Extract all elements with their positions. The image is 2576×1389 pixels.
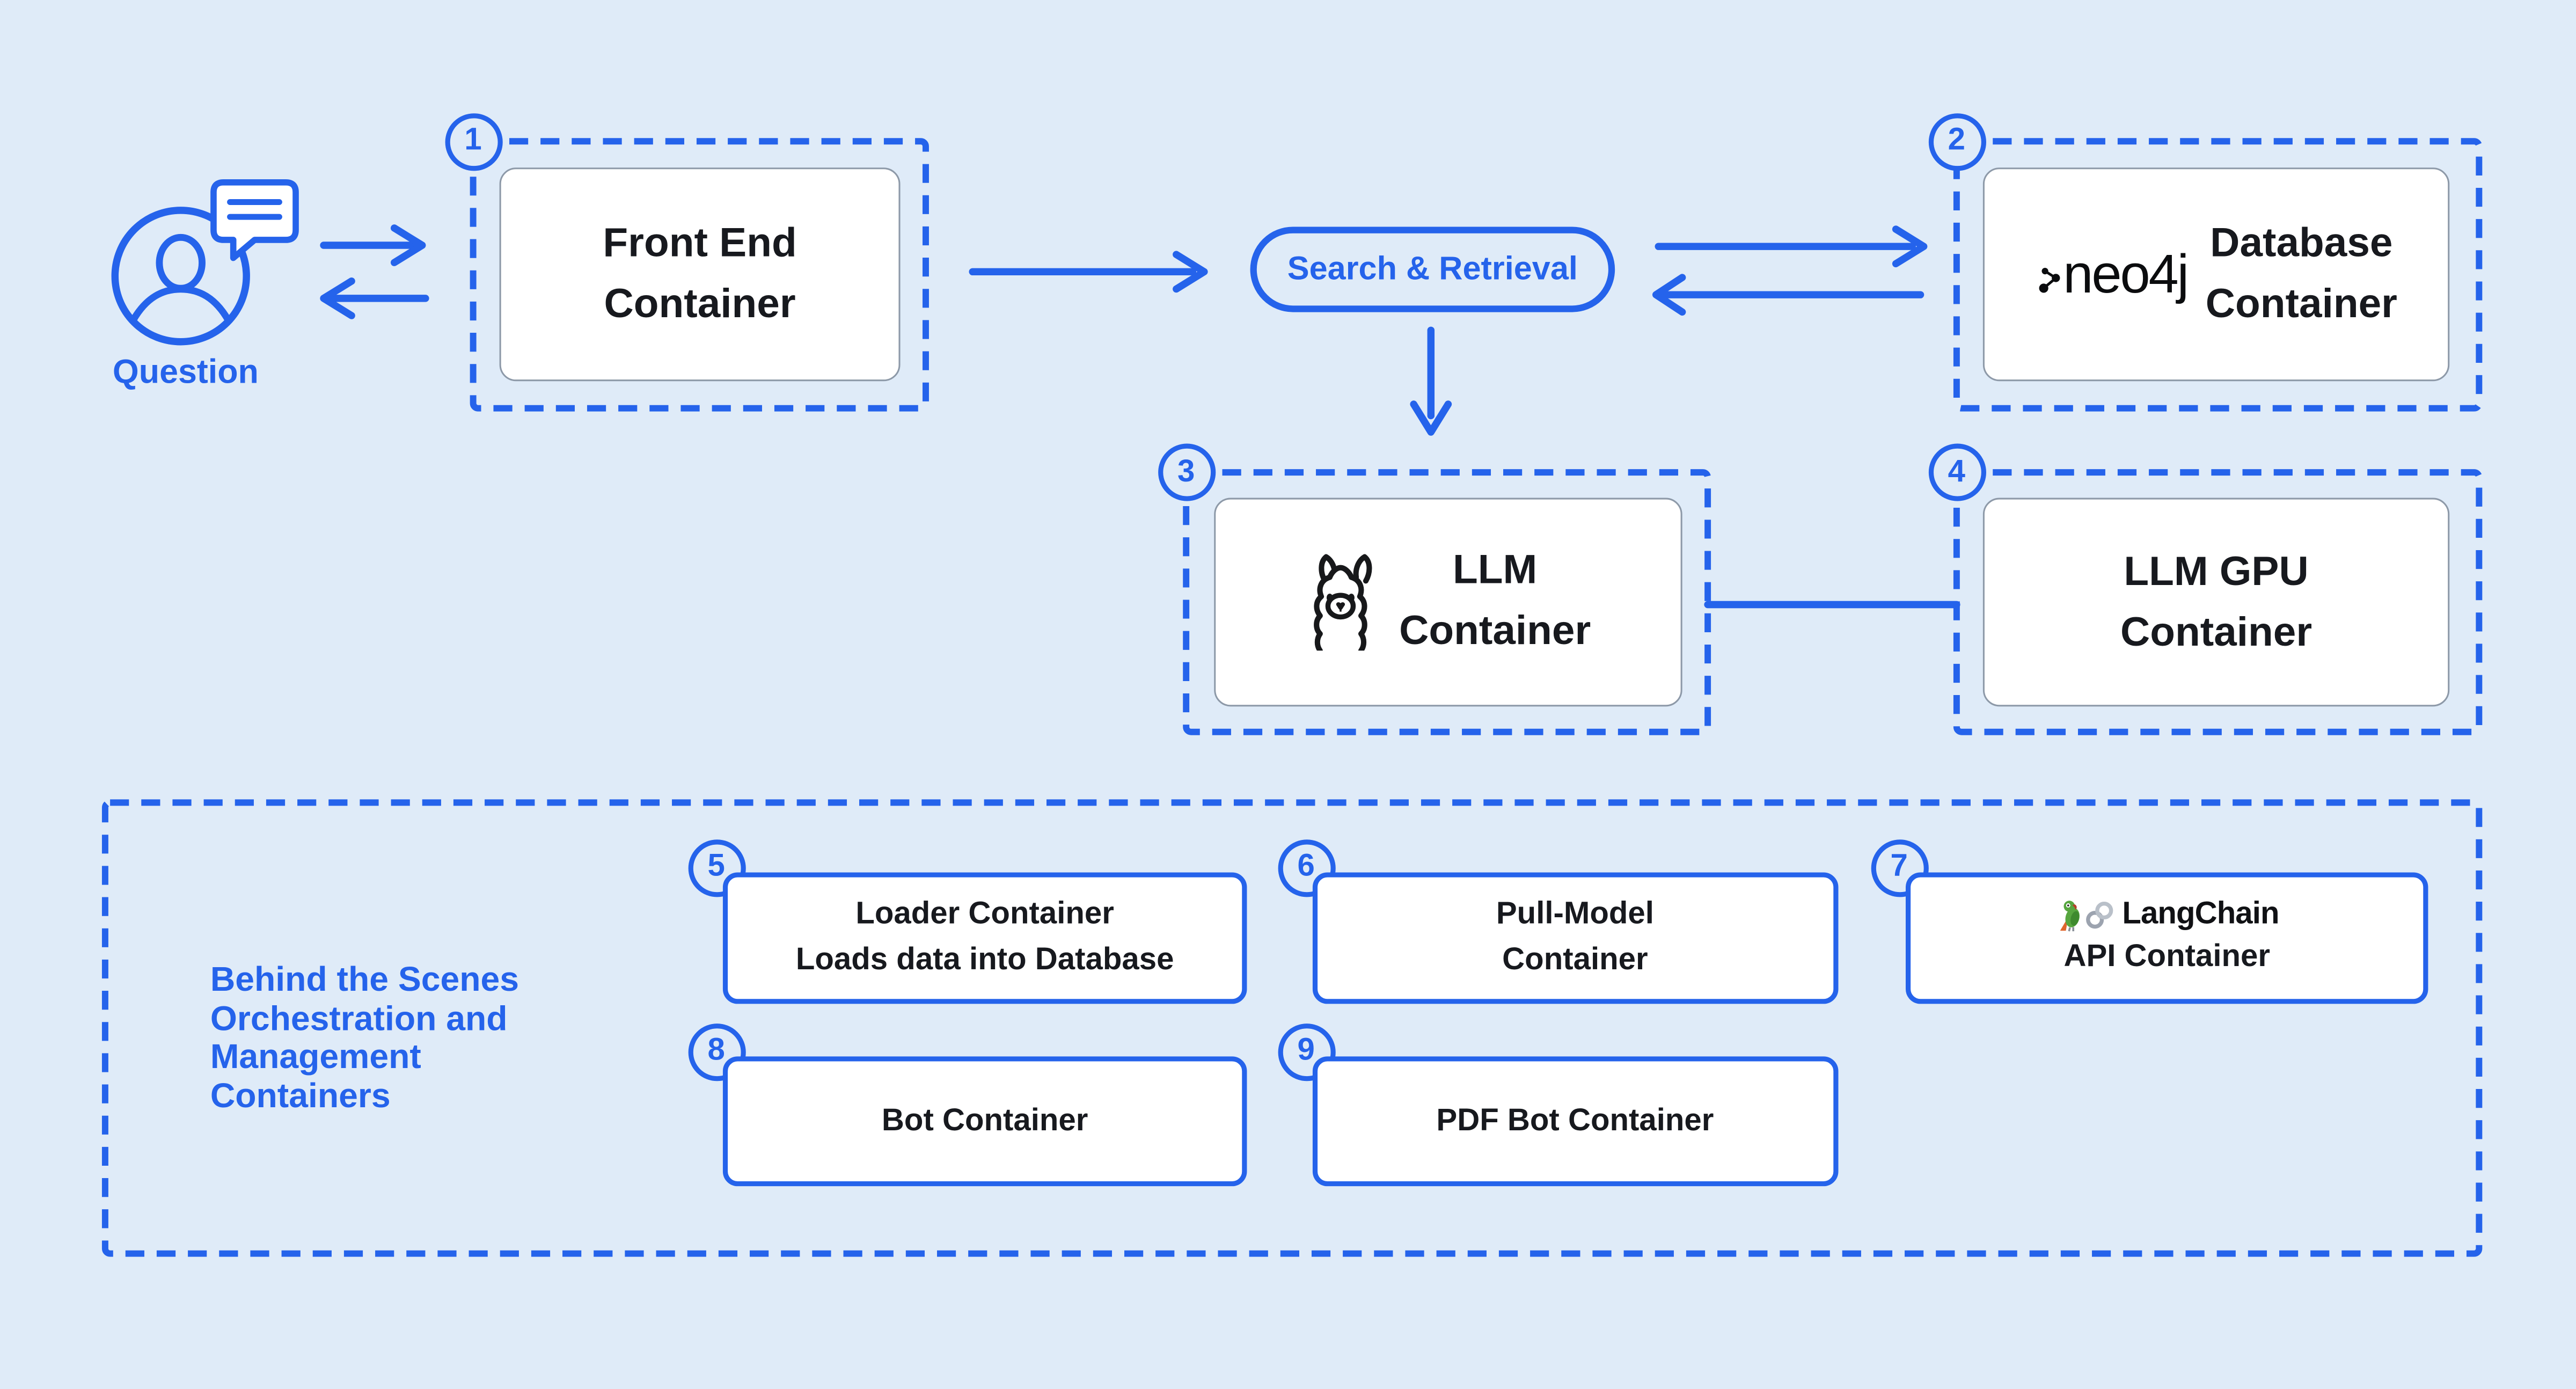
frontend-title-line2: Container (604, 281, 796, 327)
llm-container-card: LLM Container (1213, 498, 1682, 706)
database-container-card: neo4j Database Container (1982, 167, 2450, 382)
llm-gpu-title-line2: Container (2120, 609, 2312, 655)
database-title-line2: Container (2205, 281, 2397, 327)
llm-title-line1: LLM (1453, 547, 1538, 594)
pdf-bot-line1: PDF Bot Container (1436, 1103, 1714, 1138)
frontend-container-card: Front End Container (499, 167, 901, 382)
loader-container-card: Loader Container Loads data into Databas… (722, 872, 1247, 1004)
behind-scenes-label: Behind the Scenes Orchestration and Mana… (210, 961, 519, 1116)
llm-gpu-title-line1: LLM GPU (2124, 547, 2309, 594)
badge-6: 6 (1277, 838, 1335, 896)
behind-scenes-dashed-outline (101, 799, 2483, 1257)
llm-dashed-outline (1183, 469, 1711, 735)
badge-2: 2 (1928, 112, 1986, 170)
pull-model-line2: Container (1502, 943, 1648, 978)
badge-1: 1 (444, 112, 502, 170)
llama-icon (1313, 554, 1372, 652)
langchain-wordmark: LangChain (2122, 897, 2279, 932)
speech-bubble-icon (210, 179, 299, 261)
neo4j-graph-icon (2038, 267, 2060, 293)
neo4j-logo: neo4j (2035, 243, 2189, 305)
llm-title-line2: Container (1399, 608, 1591, 655)
arrow-question-to-frontend (320, 224, 426, 266)
llm-gpu-container-card: LLM GPU Container (1982, 498, 2450, 707)
pull-model-container-card: Pull-Model Container (1312, 872, 1838, 1004)
frontend-dashed-outline (470, 138, 929, 412)
pdf-bot-container-card: PDF Bot Container (1312, 1056, 1838, 1187)
user-icon (111, 207, 250, 346)
database-title-line1: Database (2210, 220, 2393, 266)
arrow-search-to-database (1655, 225, 1928, 268)
neo4j-wordmark: neo4j (2063, 243, 2189, 304)
behind-scenes-line4: Containers (210, 1077, 391, 1115)
arrow-frontend-to-question (320, 277, 429, 319)
behind-scenes-line2: Orchestration and (210, 999, 508, 1038)
arrow-search-to-llm (1410, 326, 1452, 436)
behind-scenes-line1: Behind the Scenes (210, 961, 519, 999)
badge-4: 4 (1928, 443, 1986, 501)
arrow-frontend-to-search (969, 251, 1208, 293)
langchain-api-container-card: LangChain API Container (1905, 872, 2428, 1004)
arrow-database-to-search (1652, 274, 1924, 316)
langchain-logo: LangChain (2055, 895, 2280, 934)
badge-8: 8 (687, 1022, 745, 1080)
chain-link-icon (2085, 901, 2113, 929)
search-retrieval-pill: Search & Retrieval (1250, 226, 1615, 312)
frontend-title-line1: Front End (603, 220, 797, 266)
pull-model-line1: Pull-Model (1496, 897, 1654, 932)
database-dashed-outline (1953, 138, 2483, 412)
bot-container-card: Bot Container (722, 1056, 1247, 1187)
badge-3: 3 (1157, 443, 1215, 501)
bot-line1: Bot Container (881, 1103, 1088, 1138)
parrot-icon (2060, 900, 2080, 931)
loader-line1: Loader Container (855, 897, 1114, 932)
question-label: Question (112, 353, 259, 391)
loader-line2: Loads data into Database (795, 943, 1174, 978)
behind-scenes-line3: Management (210, 1038, 421, 1077)
api-container-line: API Container (2063, 940, 2271, 975)
